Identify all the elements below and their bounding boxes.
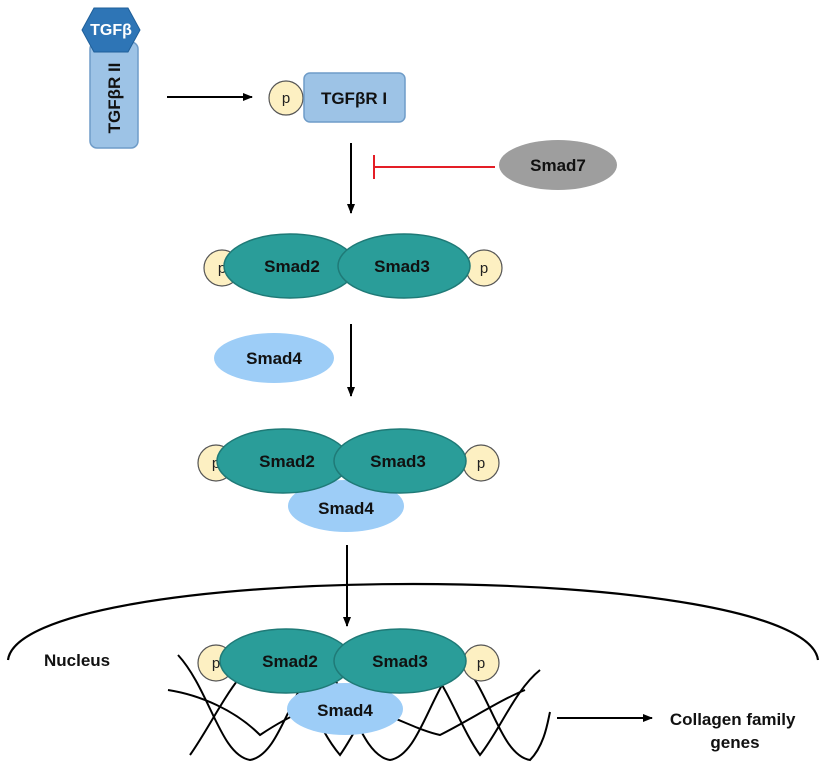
smad4 (287, 683, 403, 735)
smad4-free (214, 333, 334, 383)
smad234-complex: Smad4 p p Smad2 Smad3 (197, 428, 500, 532)
tgfbr1-receptor (303, 72, 406, 123)
tgfb-ligand-label: TGFβ (90, 22, 132, 39)
smad3 (337, 233, 471, 299)
phospho-label: p (477, 455, 485, 472)
smad4 (288, 480, 404, 532)
smad3 (333, 428, 467, 494)
collagen-genes-line1: Collagen family (670, 710, 796, 729)
phospho-label: p (212, 455, 220, 472)
tgfb-ligand (81, 7, 141, 53)
phospho-label: p (212, 655, 220, 672)
dna-strand (177, 654, 551, 762)
smad2-label: Smad2 (264, 257, 320, 276)
phospho-label: p (282, 90, 290, 107)
smad4-label: Smad4 (318, 499, 374, 518)
smad3-label: Smad3 (374, 257, 430, 276)
smad4-label: Smad4 (317, 701, 373, 720)
smad4-free-label: Smad4 (246, 349, 302, 368)
smad3 (333, 628, 467, 694)
smad2-label: Smad2 (259, 452, 315, 471)
phospho-label: p (480, 260, 488, 277)
smad2-label: Smad2 (262, 652, 318, 671)
smad3-label: Smad3 (370, 452, 426, 471)
collagen-genes-label: Collagen family genes (670, 710, 800, 752)
nuclear-smad234-complex: Smad4 p p Smad2 Smad3 (197, 628, 500, 735)
smad3-label: Smad3 (372, 652, 428, 671)
smad7 (499, 140, 617, 190)
phospho-label: p (477, 655, 485, 672)
phospho-label: p (218, 260, 226, 277)
tgfbr1-label: TGFβR I (321, 89, 387, 108)
smad7-label: Smad7 (530, 156, 586, 175)
nuclear-envelope (6, 582, 820, 661)
tgfbr2-label: TGFβR II (105, 63, 124, 134)
smad23-complex: p p Smad2 Smad3 (203, 233, 503, 299)
nucleus-label: Nucleus (44, 651, 110, 670)
phospho-circle (268, 80, 304, 116)
tgfbr2-group: TGFβR II TGFβ (81, 7, 141, 149)
collagen-genes-line2: genes (710, 733, 759, 752)
tgfbr1-group: p TGFβR I (268, 72, 406, 123)
